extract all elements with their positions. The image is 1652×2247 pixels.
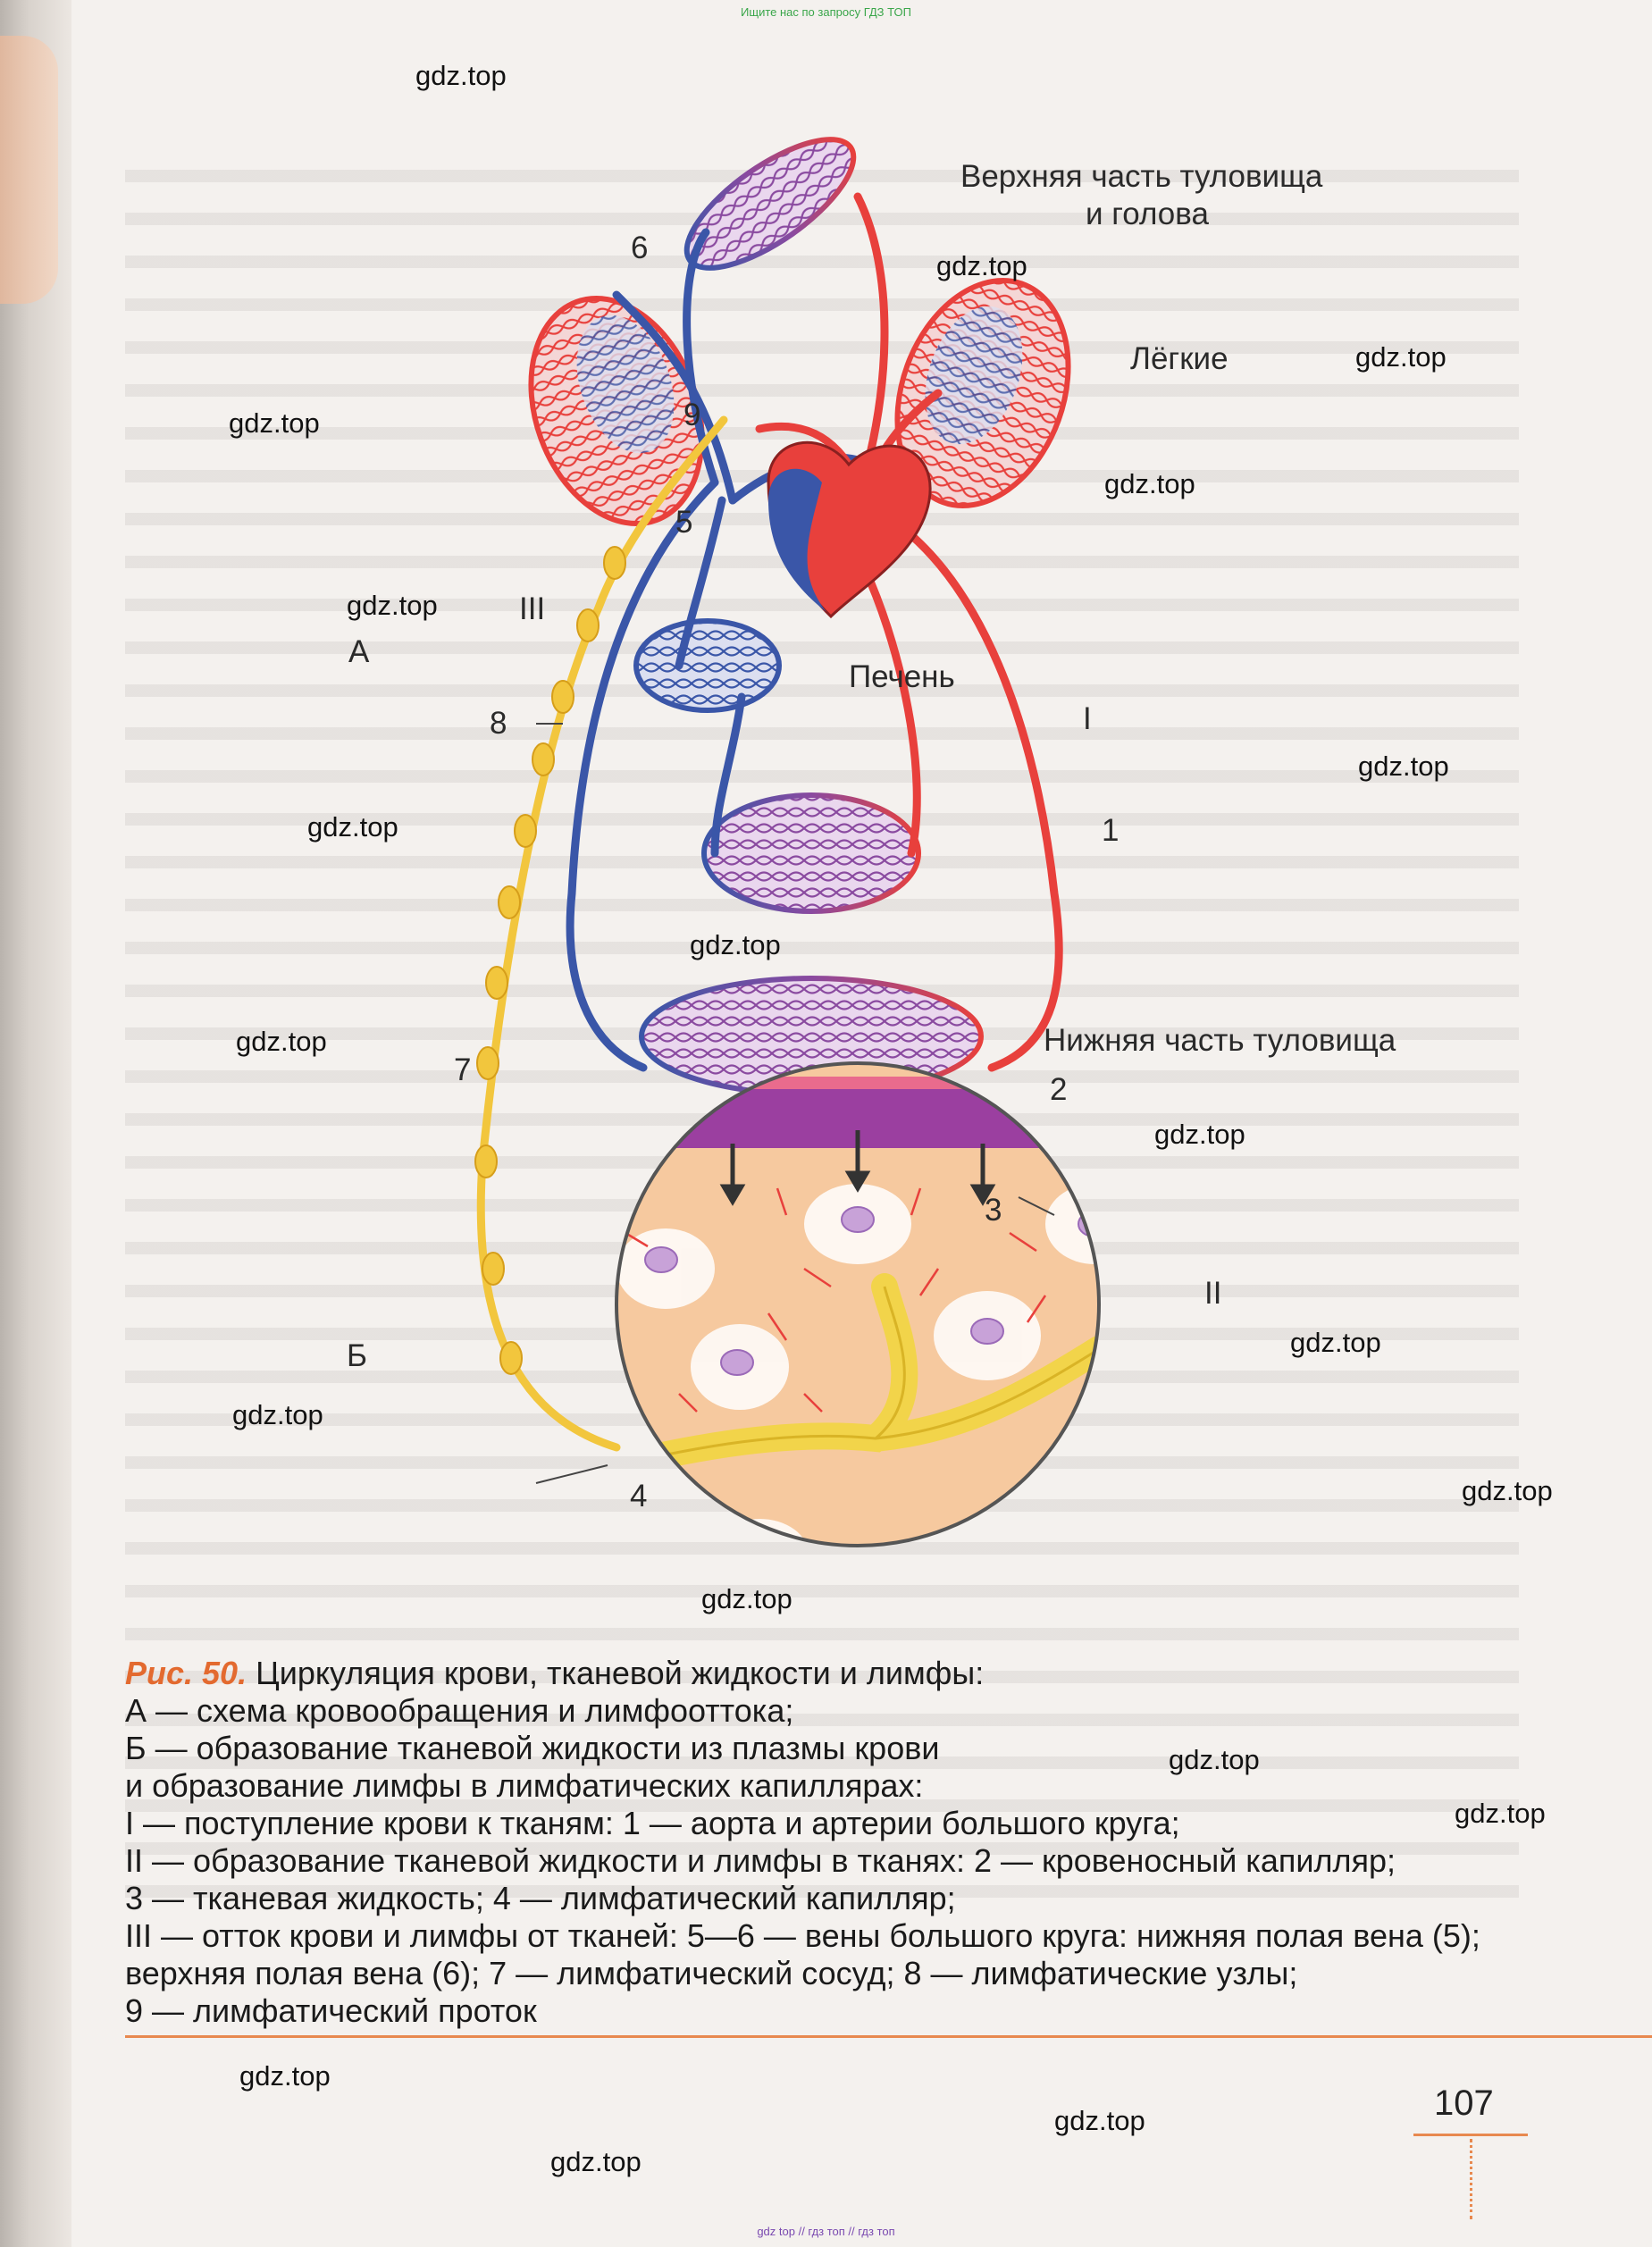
caption-line-5: II — образование тканевой жидкости и лим… (125, 1842, 1396, 1879)
circulation-diagram (474, 137, 1101, 1547)
digestive-capillaries (701, 792, 921, 914)
caption-line-2: Б — образование тканевой жидкости из пла… (125, 1730, 940, 1766)
roman-II: II (1204, 1276, 1222, 1311)
watermark: gdz.top (550, 2146, 642, 2177)
watermark: gdz.top (1169, 1744, 1260, 1775)
watermark: gdz.top (690, 929, 781, 960)
lymph-vessel (474, 415, 728, 1452)
label-upper-body-head: и голова (1086, 197, 1209, 231)
figure-number: Рис. 50. (125, 1655, 247, 1691)
caption-line-9: 9 — лимфатический проток (125, 1992, 537, 2029)
watermark: gdz.top (415, 60, 507, 91)
caption-title-line: Рис. 50. Циркуляция крови, тканевой жидк… (125, 1655, 1572, 1692)
caption-line-3: и образование лимфы в лимфатических капи… (125, 1767, 924, 1804)
watermark: gdz.top (1455, 1798, 1546, 1829)
watermark: gdz.top (307, 811, 398, 843)
page-number-underline (1413, 2134, 1528, 2136)
caption-line-6: 3 — тканевая жидкость; 4 — лимфатический… (125, 1880, 956, 1916)
caption-title: Циркуляция крови, тканевой жидкости и ли… (247, 1655, 985, 1691)
watermark: gdz.top (1154, 1119, 1245, 1150)
label-B: Б (347, 1338, 367, 1373)
roman-III: III (519, 591, 546, 626)
num-4: 4 (630, 1479, 648, 1513)
upper-body-capillaries (683, 137, 857, 271)
num-2: 2 (1050, 1072, 1068, 1107)
watermark: gdz.top (1104, 468, 1195, 499)
watermark: gdz.top (347, 590, 438, 621)
liver-capillaries (633, 618, 782, 713)
lungs-capillaries (528, 278, 1071, 526)
num-7: 7 (454, 1052, 472, 1087)
header-note: Ищите нас по запросу ГДЗ ТОП (741, 5, 911, 19)
watermark: gdz.top (1358, 750, 1449, 782)
watermark: gdz.top (232, 1399, 323, 1430)
num-3: 3 (985, 1193, 1002, 1228)
footer-note: gdz top // гдз топ // гдз топ (757, 2225, 895, 2238)
watermark: gdz.top (229, 407, 320, 439)
label-lungs: Лёгкие (1130, 341, 1229, 376)
watermark: gdz.top (701, 1583, 792, 1614)
roman-I: I (1083, 701, 1092, 736)
num-9: 9 (683, 398, 701, 432)
page-edge-tab (0, 36, 58, 304)
watermark: gdz.top (1290, 1327, 1381, 1358)
watermark: gdz.top (236, 1026, 327, 1057)
book-spine-shadow (0, 0, 71, 2247)
num-6: 6 (631, 231, 649, 265)
label-upper-body: Верхняя часть туловища (960, 159, 1323, 194)
figure-caption: Рис. 50. Циркуляция крови, тканевой жидк… (125, 1655, 1572, 2030)
arteries (755, 192, 1063, 1072)
label-A: А (348, 634, 370, 669)
watermark: gdz.top (1355, 341, 1447, 373)
caption-line-8: верхняя полая вена (6); 7 — лимфатически… (125, 1955, 1298, 1991)
watermark: gdz.top (936, 250, 1027, 281)
page-number: 107 (1434, 2084, 1494, 2123)
page-number-dotted-line (1470, 2139, 1472, 2219)
watermark: gdz.top (239, 2060, 331, 2092)
heart (767, 440, 932, 619)
num-8: 8 (490, 706, 507, 741)
caption-line-7: III — отток крови и лимфы от тканей: 5—6… (125, 1917, 1480, 1954)
watermark: gdz.top (1462, 1475, 1553, 1506)
num-1: 1 (1102, 813, 1120, 848)
tissue-magnification (615, 1061, 1101, 1547)
num-5: 5 (675, 505, 693, 540)
footer-rule (125, 2035, 1652, 2038)
label-liver: Печень (849, 659, 955, 694)
caption-line-4: I — поступление крови к тканям: 1 — аорт… (125, 1805, 1180, 1841)
watermark: gdz.top (1054, 2105, 1145, 2136)
label-lower-body: Нижняя часть туловища (1044, 1023, 1396, 1058)
caption-line-1: А — схема кровообращения и лимфооттока; (125, 1692, 794, 1729)
